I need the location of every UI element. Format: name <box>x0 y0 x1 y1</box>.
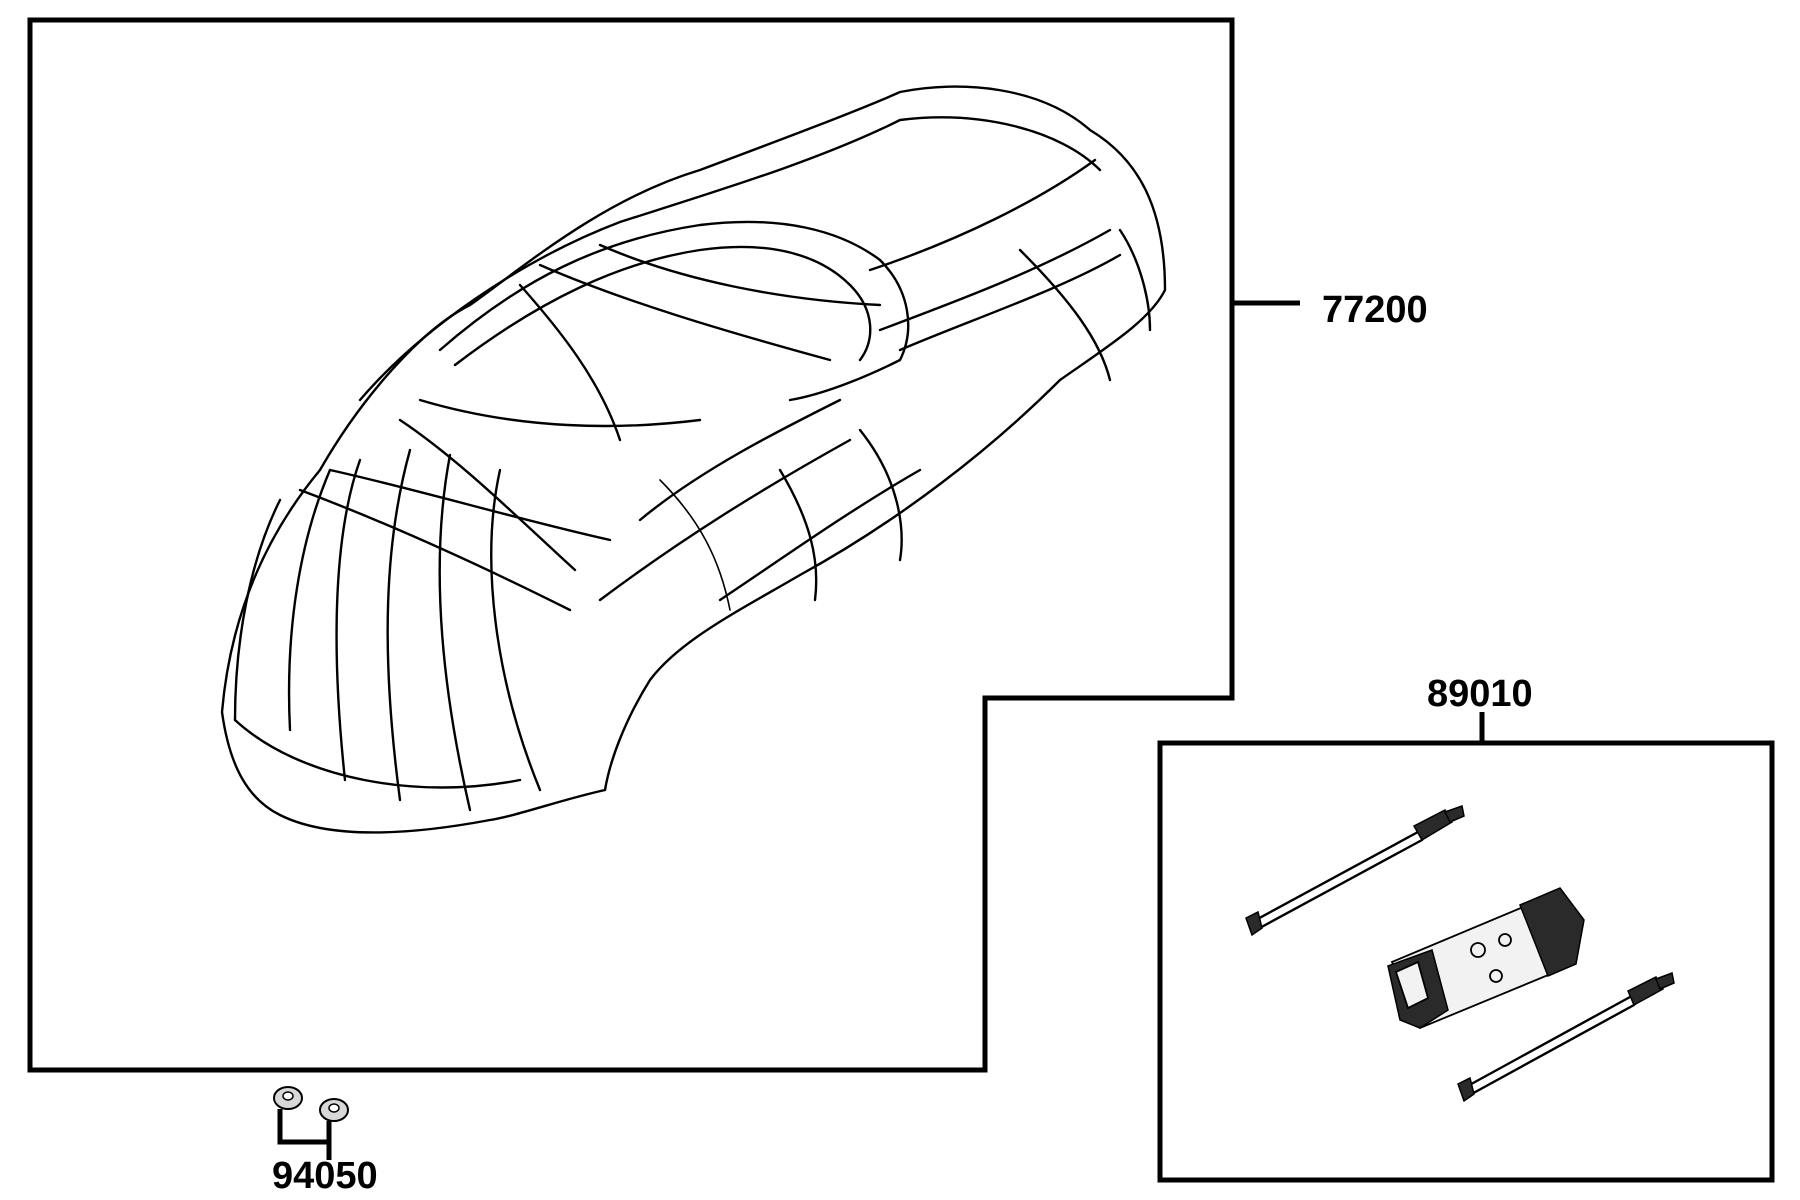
seat-illustration <box>220 85 1167 834</box>
screwdriver-icon <box>1245 805 1465 937</box>
seat-frame <box>27 17 1235 1073</box>
grommet-icon <box>273 1086 303 1110</box>
spark-plug-wrench-icon <box>1387 887 1585 1030</box>
grommet-icon <box>319 1098 349 1122</box>
fastener-illustration <box>273 1086 349 1122</box>
tool-kit-illustration <box>1245 805 1675 1103</box>
screwdriver-icon <box>1457 971 1675 1103</box>
fastener-part-number: 94050 <box>272 1155 378 1197</box>
tool-kit-frame <box>1157 740 1775 1183</box>
seat-part-number: 77200 <box>1322 289 1428 331</box>
fastener-leader-line <box>277 1109 332 1160</box>
tool-kit-part-number: 89010 <box>1427 673 1533 715</box>
